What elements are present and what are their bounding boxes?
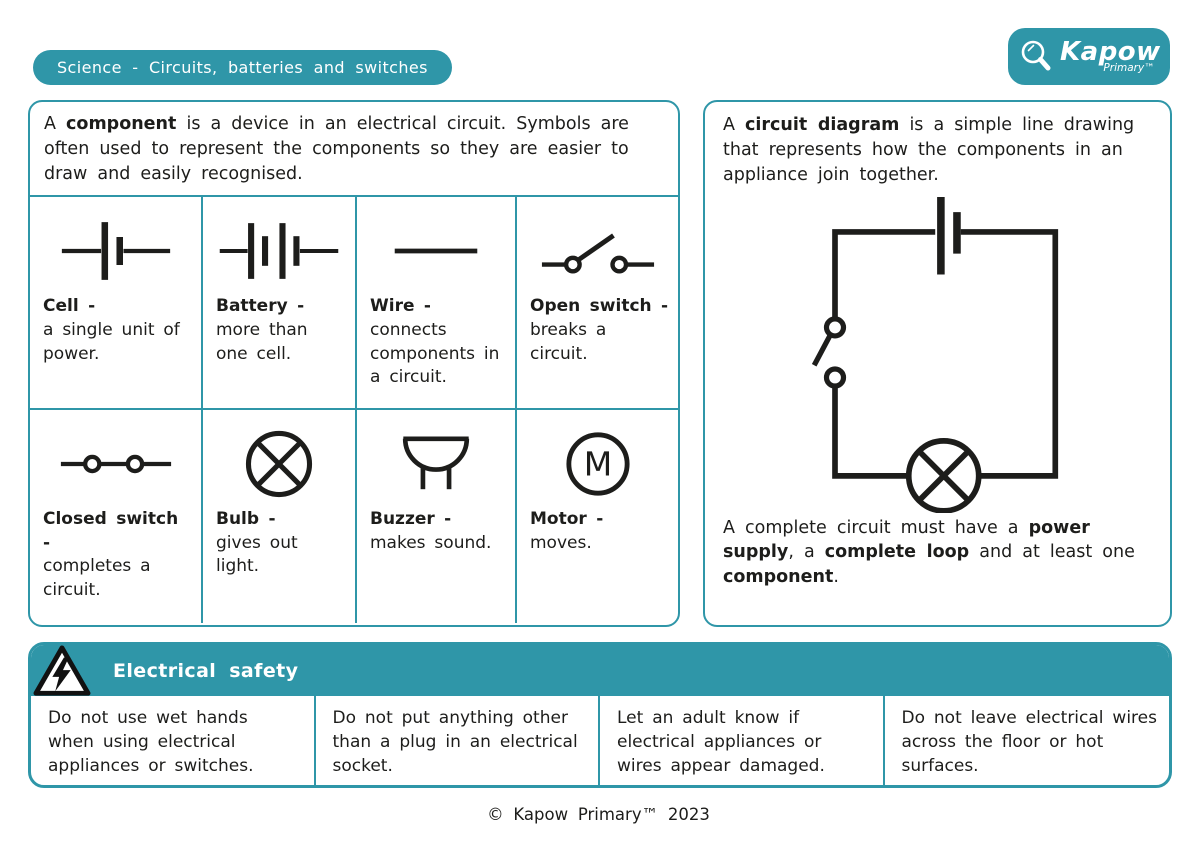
component-label: Cell - <box>43 296 96 316</box>
closed-switch-symbol-icon <box>30 410 201 504</box>
component-text: Open switch - breaks a circuit. <box>517 291 678 366</box>
diagram-intro: A circuit diagram is a simple line drawi… <box>723 113 1154 188</box>
grid-cell-closed-switch: Closed switch - completes a circuit. <box>30 409 203 623</box>
component-text: Wire - connects components in a circuit. <box>357 291 515 390</box>
component-description: makes sound. <box>370 532 492 553</box>
magnifier-icon <box>1018 38 1054 76</box>
warning-triangle-icon <box>33 645 91 700</box>
component-label: Open switch - <box>530 296 669 316</box>
circuit-diagram-panel: A circuit diagram is a simple line drawi… <box>703 100 1172 627</box>
outro-text: , a <box>788 542 825 563</box>
intro-text: A <box>44 114 67 134</box>
intro-bold-term: component <box>66 114 177 134</box>
page-title: Science - Circuits, batteries and switch… <box>33 50 452 85</box>
outro-text: A complete circuit must have a <box>723 517 1029 538</box>
outro-text: and at least one <box>969 542 1135 563</box>
component-text: Bulb - gives out light. <box>203 504 355 579</box>
grid-cell-wire: Wire - connects components in a circuit. <box>357 197 517 410</box>
component-label: Battery - <box>216 296 305 316</box>
component-symbol-grid: Cell - a single unit of power. <box>30 197 678 623</box>
safety-header: Electrical safety <box>31 645 1169 696</box>
outro-text: . <box>833 567 839 588</box>
motor-symbol-icon: M <box>517 410 678 504</box>
component-text: Motor - moves. <box>517 504 678 556</box>
component-label: Motor - <box>530 508 604 529</box>
component-description: connects components in a circuit. <box>370 319 500 388</box>
component-description: a single unit of power. <box>43 319 180 364</box>
intro-text: is a simple line drawing that represents… <box>723 115 1135 185</box>
component-text: Buzzer - makes sound. <box>357 504 515 556</box>
components-panel: A component is a device in an electrical… <box>28 100 680 627</box>
component-description: gives out light. <box>216 532 298 577</box>
wire-symbol-icon <box>357 197 515 291</box>
component-description: moves. <box>530 532 592 553</box>
component-label: Bulb - <box>216 508 276 529</box>
grid-cell-motor: M Motor - moves. <box>517 410 678 623</box>
intro-text: A <box>723 115 746 135</box>
components-intro: A component is a device in an electrical… <box>30 102 678 197</box>
component-description: completes a circuit. <box>43 556 151 601</box>
logo-text: Kapow Primary™ <box>1060 39 1161 74</box>
grid-cell-bulb: Bulb - gives out light. <box>203 409 357 623</box>
component-text: Battery - more than one cell. <box>203 291 355 366</box>
motor-letter: M <box>583 444 612 483</box>
component-description: more than one cell. <box>216 319 308 364</box>
kapow-logo: Kapow Primary™ <box>1008 28 1170 85</box>
circuit-diagram-graphic <box>723 188 1154 516</box>
component-text: Cell - a single unit of power. <box>30 291 201 366</box>
outro-bold-term: component <box>723 567 834 588</box>
component-label: Buzzer - <box>370 508 452 529</box>
safety-tip: Let an adult know if electrical applianc… <box>600 696 885 785</box>
component-label: Wire - <box>370 296 431 316</box>
electrical-safety-section: Electrical safety Do not use wet hands w… <box>28 642 1172 788</box>
grid-cell-open-switch: Open switch - breaks a circuit. <box>517 197 678 410</box>
copyright-footer: © Kapow Primary™ 2023 <box>487 805 710 824</box>
battery-symbol-icon <box>203 197 355 291</box>
safety-tips: Do not use wet hands when using electric… <box>31 696 1169 785</box>
safety-tip: Do not leave electrical wires across the… <box>901 708 1157 777</box>
logo-brand: Kapow <box>1060 37 1161 68</box>
component-text: Closed switch - completes a circuit. <box>30 504 201 603</box>
open-switch-symbol-icon <box>517 197 678 291</box>
component-label: Closed switch - <box>43 508 179 553</box>
cell-symbol-icon <box>30 197 201 291</box>
outro-bold-term: power supply <box>723 517 1090 563</box>
intro-text: is a device in an electrical circuit. Sy… <box>44 114 629 184</box>
safety-tip: Do not put anything other than a plug in… <box>316 696 600 785</box>
bulb-symbol-icon <box>203 410 355 504</box>
diagram-outro: A complete circuit must have a power sup… <box>723 516 1154 591</box>
buzzer-symbol-icon <box>357 410 515 504</box>
intro-bold-term: circuit diagram <box>745 115 900 135</box>
grid-cell-battery: Battery - more than one cell. <box>203 197 357 410</box>
safety-heading: Electrical safety <box>113 659 299 682</box>
safety-tip: Do not use wet hands when using electric… <box>31 696 316 785</box>
grid-cell-buzzer: Buzzer - makes sound. <box>357 409 517 623</box>
outro-bold-term: complete loop <box>824 542 970 563</box>
component-description: breaks a circuit. <box>530 319 607 364</box>
logo-subtitle: Primary™ <box>1103 62 1155 75</box>
grid-cell-cell: Cell - a single unit of power. <box>30 197 203 410</box>
